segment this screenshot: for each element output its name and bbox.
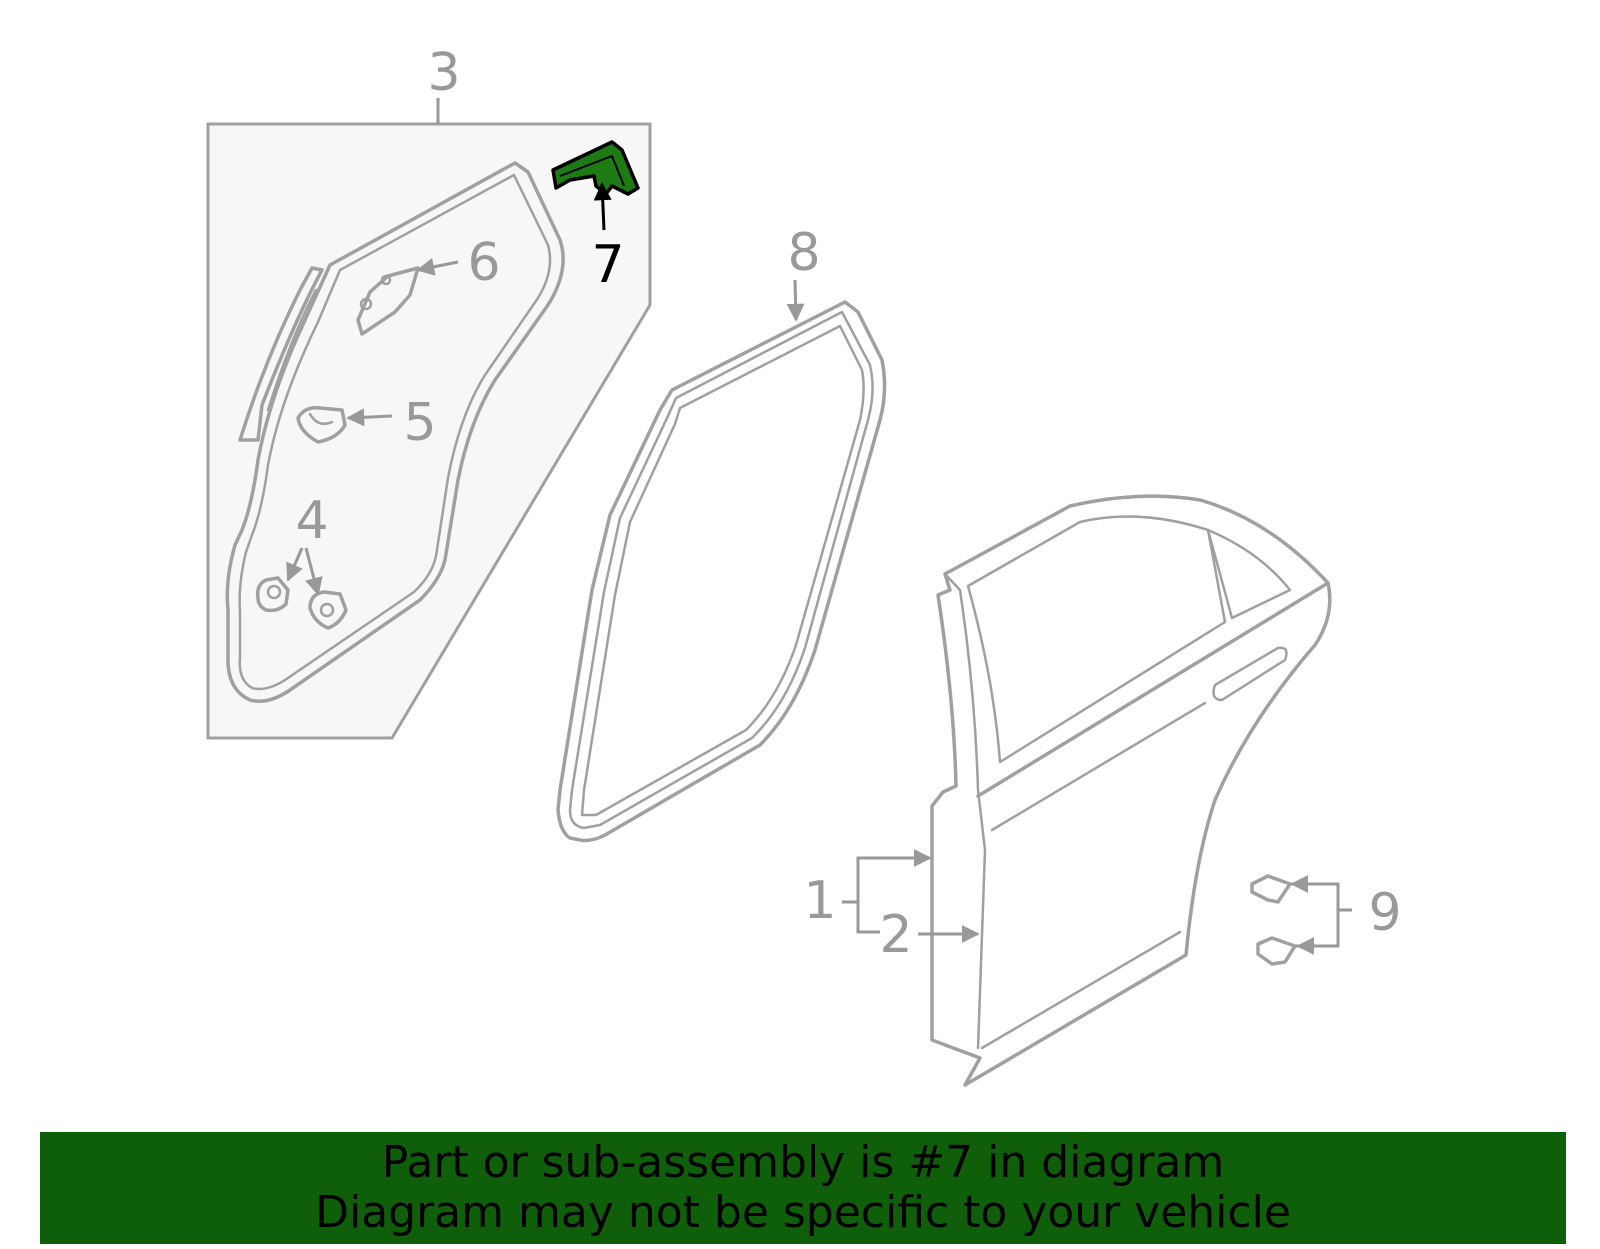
callout-2: 2 [879, 905, 912, 965]
leader-lines [286, 182, 1352, 955]
callout-8: 8 [787, 223, 820, 283]
info-banner: Part or sub-assembly is #7 in diagram Di… [40, 1132, 1566, 1244]
clip-part-6[interactable] [356, 266, 420, 336]
body-weatherstrip-part-3[interactable] [225, 161, 565, 703]
fastener-part-5[interactable] [296, 405, 347, 444]
door-weatherstrip-part-8[interactable] [556, 300, 887, 843]
callout-5: 5 [403, 393, 436, 453]
banner-line-1: Part or sub-assembly is #7 in diagram [381, 1137, 1225, 1188]
callout-7: 7 [591, 235, 624, 295]
callout-1: 1 [803, 871, 836, 931]
callout-6: 6 [467, 233, 500, 293]
banner-line-2: Diagram may not be specific to your vehi… [315, 1187, 1291, 1238]
clip-part-4[interactable] [255, 576, 348, 630]
callout-4: 4 [295, 491, 328, 551]
door-shell-part-1-2[interactable] [930, 494, 1332, 1087]
clip-part-9[interactable] [1250, 874, 1297, 966]
callout-9: 9 [1368, 883, 1401, 943]
callout-3: 3 [427, 43, 460, 103]
